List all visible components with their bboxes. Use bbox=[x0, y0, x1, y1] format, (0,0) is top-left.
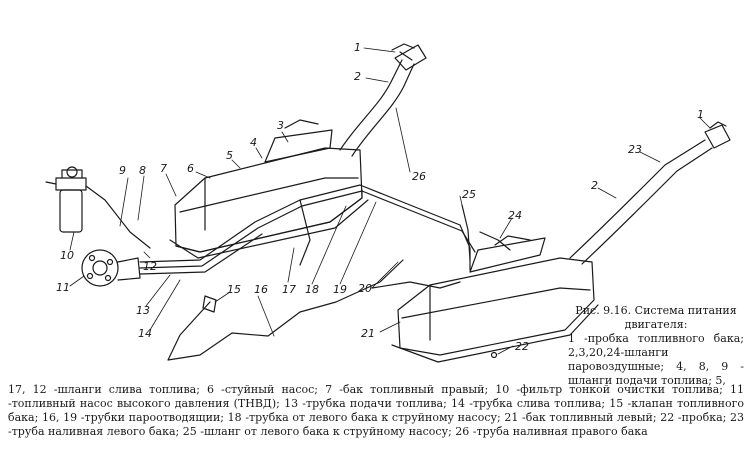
label-23: 23 bbox=[628, 143, 642, 156]
label-20: 20 bbox=[358, 282, 372, 295]
label-25: 25 bbox=[462, 188, 476, 201]
label-17: 17 bbox=[282, 283, 296, 296]
label-15: 15 bbox=[227, 283, 241, 296]
label-1-left: 1 bbox=[697, 108, 704, 121]
label-2-left: 2 bbox=[591, 179, 598, 192]
caption-text: 1 -пробка топливного бака; 2,3,20,24-шла… bbox=[568, 332, 744, 387]
label-4: 4 bbox=[250, 136, 257, 149]
label-6: 6 bbox=[187, 162, 194, 175]
fuel-lines bbox=[139, 184, 476, 275]
label-12: 12 bbox=[143, 260, 157, 273]
label-11: 11 bbox=[56, 281, 70, 294]
callout-labels: 1 2 3 4 5 6 7 8 9 10 11 12 13 14 15 16 1… bbox=[56, 41, 704, 353]
label-7: 7 bbox=[160, 162, 167, 175]
label-26: 26 bbox=[412, 170, 426, 183]
label-3: 3 bbox=[277, 119, 284, 132]
fuel-system-diagram: 1 2 3 4 5 6 7 8 9 10 11 12 13 14 15 16 1… bbox=[45, 41, 731, 363]
label-16: 16 bbox=[254, 283, 268, 296]
label-22: 22 bbox=[515, 340, 529, 353]
label-13: 13 bbox=[136, 304, 150, 317]
caption-title: Рис. 9.16. Система питания двигателя: bbox=[575, 304, 737, 331]
label-14: 14 bbox=[138, 327, 152, 340]
label-24: 24 bbox=[508, 209, 522, 222]
high-pressure-pump bbox=[81, 249, 141, 287]
label-19: 19 bbox=[333, 283, 347, 296]
label-9: 9 bbox=[119, 164, 126, 177]
label-5: 5 bbox=[226, 149, 233, 162]
right-fuel-tank bbox=[169, 119, 369, 259]
legend-text: 17, 12 -шланги слива топлива; 6 -стуйный… bbox=[8, 383, 744, 438]
label-1-right: 1 bbox=[354, 41, 361, 54]
label-10: 10 bbox=[60, 249, 74, 262]
label-2-right: 2 bbox=[354, 70, 361, 83]
drain-plug bbox=[490, 351, 498, 359]
vapor-line bbox=[167, 259, 404, 361]
figure-caption: Рис. 9.16. Система питания двигателя: 1 … bbox=[568, 304, 744, 388]
label-21: 21 bbox=[361, 327, 375, 340]
label-8: 8 bbox=[139, 164, 146, 177]
right-filler-pipe bbox=[339, 43, 427, 157]
left-filler-pipe bbox=[569, 121, 731, 265]
left-fuel-tank bbox=[391, 235, 599, 363]
leader-lines bbox=[69, 47, 711, 355]
fuel-filter bbox=[45, 166, 151, 249]
label-18: 18 bbox=[305, 283, 319, 296]
vapor-hoses bbox=[371, 204, 511, 289]
